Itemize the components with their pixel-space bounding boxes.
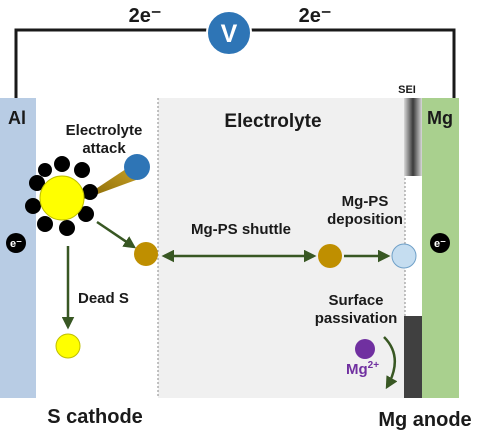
- dead-s-particle: [55, 333, 81, 359]
- s-cathode-label: S cathode: [47, 406, 143, 428]
- deposition-label-2: deposition: [327, 211, 403, 228]
- deposition-label-1: Mg-PS: [342, 193, 389, 210]
- right-electron-count: 2e⁻: [299, 5, 332, 27]
- mg-ion-label: Mg2+: [346, 360, 379, 378]
- sei-layer: [404, 98, 422, 176]
- polysulfide-right: [318, 244, 342, 268]
- passivation-layer: [404, 316, 422, 398]
- electron-symbol-left: e⁻: [10, 238, 22, 250]
- al-label: Al: [8, 108, 26, 128]
- passivation-curve-arrow: [383, 336, 398, 390]
- electrolyte-attack-label-2: attack: [82, 140, 126, 157]
- polysulfide-left: [134, 242, 158, 266]
- shuttle-label: Mg-PS shuttle: [191, 221, 291, 238]
- sulfur-particle: [25, 156, 98, 236]
- voltmeter-label: V: [221, 20, 238, 48]
- left-electron-count: 2e⁻: [129, 5, 162, 27]
- electrolyte-title: Electrolyte: [224, 111, 321, 132]
- mg-anode-label: Mg anode: [378, 409, 471, 431]
- electrolyte-attack-label-1: Electrolyte: [66, 122, 143, 139]
- mg-label: Mg: [427, 108, 453, 128]
- dead-s-label: Dead S: [78, 290, 129, 307]
- voltmeter-icon: [206, 10, 252, 56]
- attack-molecule: [124, 154, 150, 180]
- passivation-label-2: passivation: [315, 310, 398, 327]
- electron-symbol-right: e⁻: [434, 238, 446, 250]
- electron-icon-right: [430, 233, 450, 253]
- mg-ion-particle: [355, 339, 375, 359]
- passivation-label-1: Surface: [328, 292, 383, 309]
- sei-label: SEI: [398, 84, 416, 96]
- electron-icon-left: [6, 233, 26, 253]
- dissolution-arrow: [96, 220, 137, 249]
- deposited-polysulfide: [391, 243, 417, 269]
